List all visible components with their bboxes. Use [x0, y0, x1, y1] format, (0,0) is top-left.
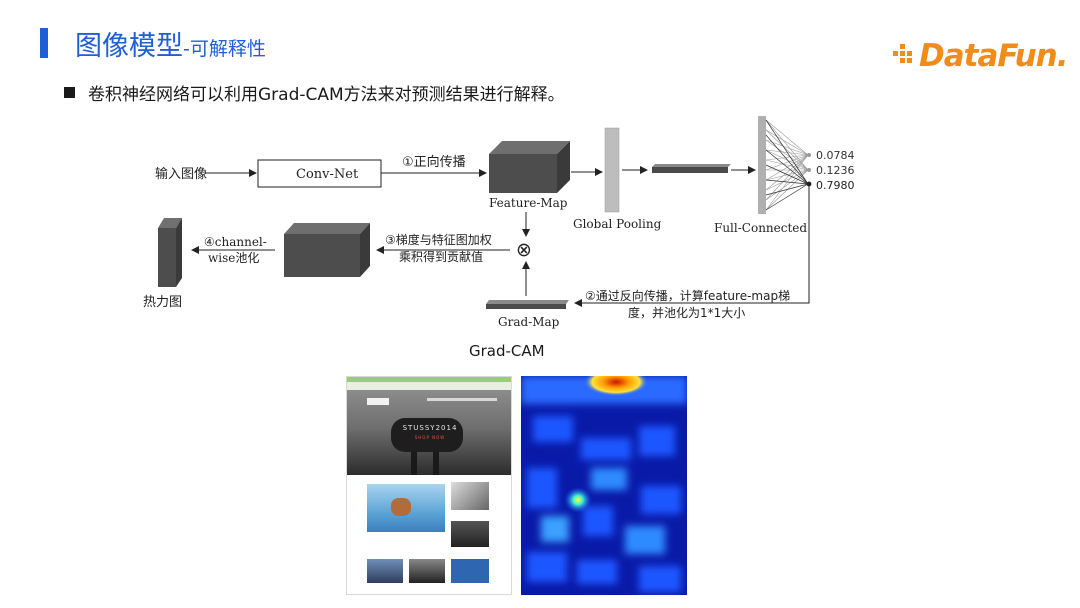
forward-label: ①正向传播: [402, 154, 466, 170]
gradcam-heatmap-image: [521, 376, 687, 595]
step4-line2: wise池化: [208, 251, 259, 265]
title-sub: -可解释性: [183, 38, 266, 60]
grad-map-label: Grad-Map: [498, 315, 560, 329]
output-value-1: 0.0784: [816, 149, 855, 162]
contribution-cube: [284, 223, 370, 277]
bullet-text: 卷积神经网络可以利用Grad-CAM方法来对预测结果进行解释。: [88, 85, 565, 105]
figure-caption: Grad-CAM: [469, 342, 545, 360]
multiply-symbol: ⊗: [516, 239, 532, 261]
duffel-bag: [391, 418, 463, 452]
feature-map-label: Feature-Map: [489, 196, 568, 210]
logo-dots-icon: [893, 44, 917, 64]
slide-title: 图像模型-可解释性: [75, 24, 266, 63]
arrow-backprop: [574, 186, 810, 307]
heatmap-slab: [158, 218, 182, 287]
heatmap-svg: [521, 376, 687, 595]
banner-subtext: SHOP NOW: [414, 435, 446, 440]
logo-text: DataFun.: [919, 38, 1069, 74]
input-webpage-image: STUSSY2014 SHOP NOW: [346, 376, 512, 595]
title-accent-bar: [40, 28, 48, 58]
output-value-3: 0.7980: [816, 179, 855, 192]
bullet-marker: [64, 87, 75, 98]
datafun-logo: DataFun.: [893, 38, 1069, 74]
grad-cam-diagram: 输入图像 Conv-Net ①正向传播 Feature-Map Global P…: [143, 116, 855, 329]
title-main: 图像模型: [75, 31, 183, 62]
step2-line2: 度，并池化为1*1大小: [628, 305, 745, 320]
full-connected-label: Full-Connected: [714, 221, 807, 235]
photo-skateboard: [367, 484, 445, 532]
banner-text: STUSSY2014: [402, 424, 458, 432]
feature-map-cube: [489, 141, 570, 193]
step2-line1: ②通过反向传播，计算feature-map梯: [585, 288, 790, 303]
grad-map-slab: [486, 300, 569, 309]
step3-line2: 乘积得到贡献值: [399, 249, 483, 264]
global-pooling-bar: [604, 127, 620, 213]
heatmap-label: 热力图: [143, 295, 182, 310]
full-connected-layer: [758, 116, 812, 214]
pooled-vector: [652, 164, 731, 173]
step3-line1: ③梯度与特征图加权: [385, 232, 492, 247]
step4-line1: ④channel-: [204, 235, 267, 249]
convnet-label: Conv-Net: [296, 167, 359, 182]
global-pooling-label: Global Pooling: [573, 217, 662, 231]
input-image-label: 输入图像: [155, 166, 207, 182]
hero-banner: STUSSY2014 SHOP NOW: [347, 390, 511, 475]
output-value-2: 0.1236: [816, 164, 855, 177]
